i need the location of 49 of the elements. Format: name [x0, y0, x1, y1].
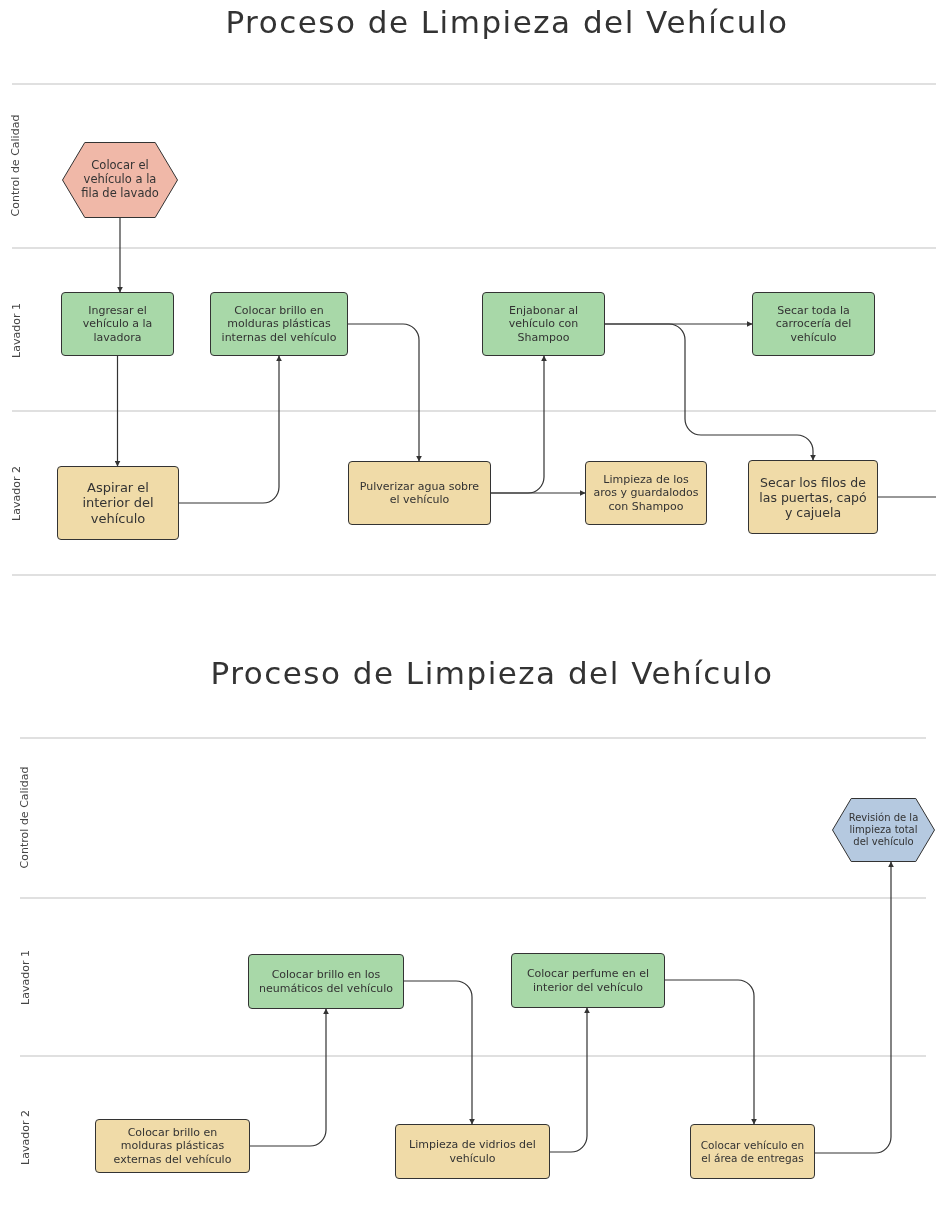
- process-box: [752, 292, 875, 356]
- process-box: [395, 1124, 550, 1179]
- process-box: [57, 466, 179, 540]
- step-text: Colocar perfume en el interior del vehículo: [525, 967, 651, 994]
- step-text: Colocar brillo en molduras plásticas externas del vehículo: [112, 1126, 233, 1166]
- section-heading: Proceso de Limpieza del Vehículo: [210, 655, 774, 691]
- process-box: [482, 292, 605, 356]
- lane-label: Lavador 1: [9, 302, 23, 358]
- lane-label: Lavador 2: [18, 1109, 32, 1165]
- connector-arrow: [114, 355, 121, 467]
- step-text: Enjabonar al vehículo con Shampoo: [507, 304, 580, 344]
- process-hexagon: [832, 798, 935, 862]
- process-box: [210, 292, 348, 356]
- connector-arrow: [178, 355, 282, 504]
- step-text: Limpieza de vidrios del vehículo: [408, 1138, 537, 1165]
- lane-label: Lavador 2: [9, 465, 23, 521]
- step-text: Secar los filos de las puertas, capó y cajuela: [758, 474, 868, 520]
- process-box: [61, 292, 174, 356]
- process-box: [95, 1119, 250, 1173]
- connector-arrow: [664, 979, 757, 1125]
- step-text: Pulverizar agua sobre el vehículo: [358, 479, 481, 507]
- step-text: Colocar brillo en los neumáticos del vehículo: [258, 968, 394, 995]
- lane-label: Control de Calidad: [18, 766, 32, 868]
- process-box: [511, 953, 665, 1008]
- process-hexagon: [62, 142, 178, 218]
- connector-arrow: [814, 861, 894, 1154]
- step-text: Colocar el vehículo a la fila de lavado: [80, 159, 160, 201]
- step-text: Secar toda la carrocería del vehículo: [774, 304, 853, 344]
- connector-arrow: [403, 980, 475, 1125]
- process-box: [248, 954, 404, 1009]
- step-text: Limpieza de los aros y guardalodos con Shampoo: [592, 473, 700, 513]
- lane-label: Lavador 1: [18, 949, 32, 1005]
- connector-arrow: [347, 323, 422, 462]
- lane-label: Control de Calidad: [9, 114, 23, 216]
- connector-arrow: [490, 490, 586, 496]
- connector-arrow: [249, 1008, 329, 1147]
- step-text: Colocar brillo en molduras plásticas internas del vehículo: [220, 304, 338, 344]
- step-text: Revisión de la limpieza total del vehículo: [847, 812, 920, 848]
- process-box: [585, 461, 707, 525]
- step-text: Aspirar el interior del vehículo: [81, 479, 155, 527]
- step-text: Ingresar el vehículo a la lavadora: [81, 304, 154, 344]
- connector-arrow: [549, 1007, 590, 1153]
- process-box: [690, 1124, 815, 1179]
- connector-arrow: [117, 217, 123, 293]
- process-box: [348, 461, 491, 525]
- step-text: Colocar vehículo en el área de entregas: [699, 1138, 806, 1165]
- connector-arrow: [604, 323, 816, 461]
- process-box: [748, 460, 878, 534]
- diagram-title: Proceso de Limpieza del Vehículo: [225, 4, 789, 40]
